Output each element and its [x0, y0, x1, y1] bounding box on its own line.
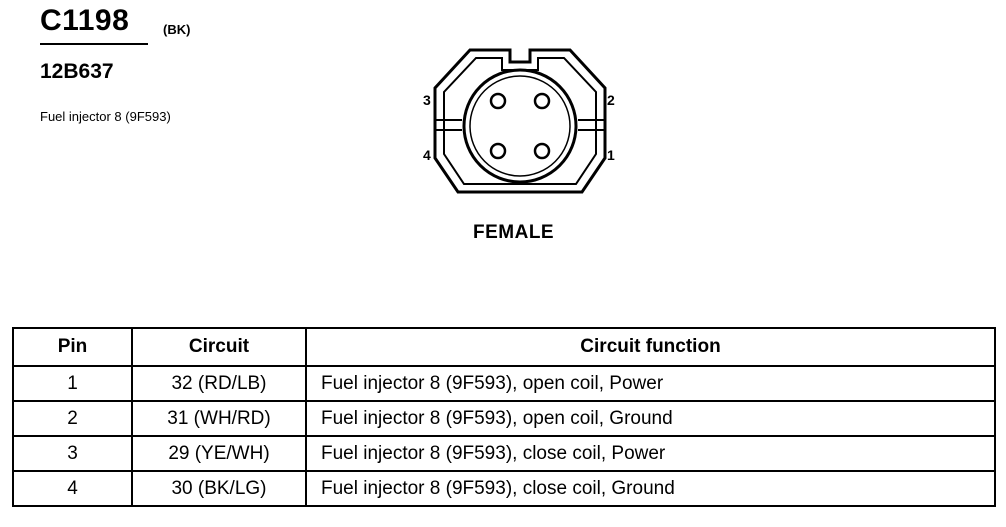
connector-color-code: (BK) — [163, 22, 191, 37]
pin-cavity-4 — [489, 142, 507, 160]
pin-cavity-3 — [489, 92, 507, 110]
header-underline — [40, 43, 148, 45]
connector-face-diagram: 1 2 3 4 — [423, 48, 615, 194]
pin-label-3: 3 — [423, 92, 431, 108]
pin-circuit-table: Pin Circuit Circuit function 1 32 (RD/LB… — [12, 327, 996, 507]
connector-gender-label: FEMALE — [473, 222, 555, 243]
row-pin: 3 — [12, 435, 133, 472]
pin-cavity-1 — [533, 142, 551, 160]
header-pin: Pin — [12, 327, 133, 367]
row-pin: 4 — [12, 470, 133, 507]
row-circuit-function: Fuel injector 8 (9F593), close coil, Gro… — [305, 470, 996, 507]
row-circuit: 32 (RD/LB) — [131, 365, 307, 402]
part-number: 12B637 — [40, 60, 114, 83]
header-circuit: Circuit — [131, 327, 307, 367]
row-circuit-function: Fuel injector 8 (9F593), open coil, Grou… — [305, 400, 996, 437]
header-circuit-function: Circuit function — [305, 327, 996, 367]
pin-label-4: 4 — [423, 147, 431, 163]
pin-insert-outer — [462, 68, 578, 184]
connector-description: Fuel injector 8 (9F593) — [40, 109, 171, 124]
row-pin: 1 — [12, 365, 133, 402]
row-circuit-function: Fuel injector 8 (9F593), open coil, Powe… — [305, 365, 996, 402]
table-row: 3 29 (YE/WH) Fuel injector 8 (9F593), cl… — [12, 435, 996, 472]
pin-cavity-2 — [533, 92, 551, 110]
row-circuit: 29 (YE/WH) — [131, 435, 307, 472]
table-header-row: Pin Circuit Circuit function — [12, 327, 996, 367]
table-row: 1 32 (RD/LB) Fuel injector 8 (9F593), op… — [12, 365, 996, 402]
row-circuit: 31 (WH/RD) — [131, 400, 307, 437]
table-row: 4 30 (BK/LG) Fuel injector 8 (9F593), cl… — [12, 470, 996, 507]
table-row: 2 31 (WH/RD) Fuel injector 8 (9F593), op… — [12, 400, 996, 437]
row-pin: 2 — [12, 400, 133, 437]
connector-housing-inner — [443, 57, 597, 185]
pin-insert-inner — [469, 75, 571, 177]
row-circuit-function: Fuel injector 8 (9F593), close coil, Pow… — [305, 435, 996, 472]
pin-label-1: 1 — [607, 147, 615, 163]
connector-id: C1198 — [40, 4, 130, 37]
pin-label-2: 2 — [607, 92, 615, 108]
connector-housing-outer — [433, 48, 607, 194]
row-circuit: 30 (BK/LG) — [131, 470, 307, 507]
